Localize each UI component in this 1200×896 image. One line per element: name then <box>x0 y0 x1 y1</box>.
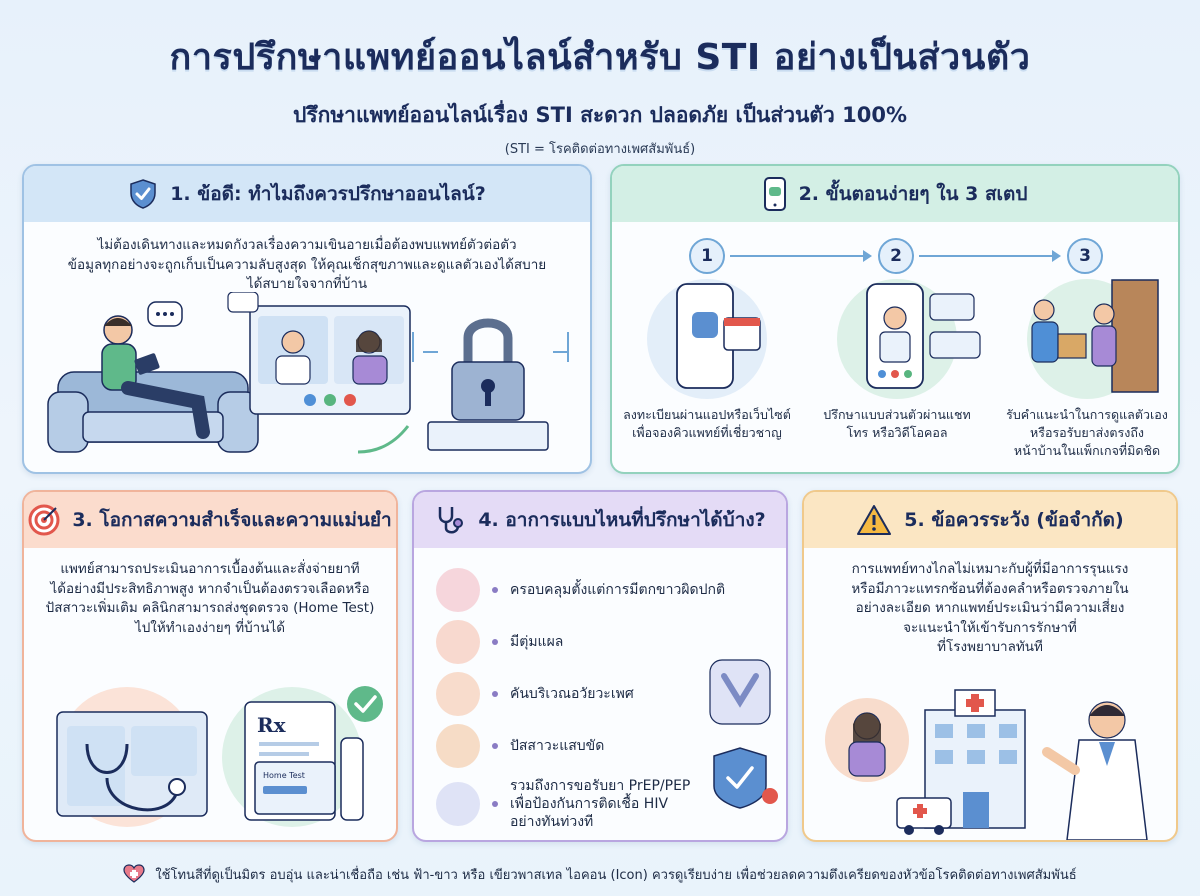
step-arrow-2 <box>919 250 1061 262</box>
benefits-card-title: 1. ข้อดี: ทำไมถึงควรปรึกษาออนไลน์? <box>170 183 486 205</box>
list-item: ปัสสาวะแสบขัด <box>436 720 776 772</box>
step-1-number: 1 <box>689 238 725 274</box>
symptom-itching: คันบริเวณอวัยวะเพศ <box>510 686 634 702</box>
benefits-line-2: ข้อมูลทุกอย่างจะถูกเก็บเป็นความลับสูงสุด… <box>67 256 547 273</box>
step-2-line-1: ปรึกษาแบบส่วนตัวผ่านแชท <box>823 407 971 422</box>
symptoms-card: 4. อาการแบบไหนที่ปรึกษาได้บ้าง? ครอบคลุม… <box>412 490 788 842</box>
padlock-illustration <box>357 318 569 454</box>
accuracy-card-header: 3. โอกาสความสำเร็จและความแม่นยำ <box>24 492 396 548</box>
steps-card: 2. ขั้นตอนง่ายๆ ใน 3 สเตป 1 2 3 ลงทะเบีย… <box>610 164 1180 474</box>
benefits-card: 1. ข้อดี: ทำไมถึงควรปรึกษาออนไลน์? ไม่ต้… <box>22 164 592 474</box>
symptoms-list: ครอบคลุมตั้งแต่การมีตกขาวผิดปกติ มีตุ่มแ… <box>436 564 776 836</box>
step-3-line-2: หรือรอรับยาส่งตรงถึง <box>1029 425 1144 441</box>
caution-line-2: หรือมีภาวะแทรกซ้อนที่ต้องคลำหรือตรวจภายใ… <box>851 580 1129 597</box>
step-3-line-3: หน้าบ้านในแพ็กเกจที่มิดชิด <box>1013 443 1161 459</box>
step-1-text: ลงทะเบียนผ่านแอปหรือเว็บไซต์ เพื่อจองคิว… <box>622 406 792 442</box>
pills-icon <box>436 782 480 826</box>
caution-card-title: 5. ข้อควรระวัง (ข้อจำกัด) <box>904 509 1124 531</box>
step-2-line-2: โทร หรือวิดีโอคอล <box>846 425 948 441</box>
bullet-dot <box>492 743 498 749</box>
symptoms-card-header: 4. อาการแบบไหนที่ปรึกษาได้บ้าง? <box>414 492 786 548</box>
caution-card-text: การแพทย์ทางไกลไม่เหมาะกับผู้ที่มีอาการรุ… <box>804 548 1176 668</box>
accuracy-card-title: 3. โอกาสความสำเร็จและความแม่นยำ <box>72 509 392 531</box>
list-item: คันบริเวณอวัยวะเพศ <box>436 668 776 720</box>
page-title: การปรึกษาแพทย์ออนไลน์สำหรับ STI อย่างเป็… <box>169 37 1031 78</box>
hospital-illustration <box>825 689 1148 840</box>
step-2-text: ปรึกษาแบบส่วนตัวผ่านแชท โทร หรือวิดีโอคอ… <box>812 406 982 442</box>
caution-line-1: การแพทย์ทางไกลไม่เหมาะกับผู้ที่มีอาการรุ… <box>851 561 1129 577</box>
step-1-line-2: เพื่อจองคิวแพทย์ที่เชี่ยวชาญ <box>632 425 782 441</box>
benefits-card-header: 1. ข้อดี: ทำไมถึงควรปรึกษาออนไลน์? <box>24 166 590 222</box>
benefits-line-1: ไม่ต้องเดินทางและหมดกังวลเรื่องความเขินอ… <box>97 237 517 253</box>
symptoms-side-illustration <box>709 659 778 809</box>
caution-line-5: ที่โรงพยาบาลทันที <box>937 639 1043 656</box>
skin-blister-icon <box>436 620 480 664</box>
prep-line-1: รวมถึงการขอรับยา PrEP/PEP <box>510 777 691 794</box>
list-item: ครอบคลุมตั้งแต่การมีตกขาวผิดปกติ <box>436 564 776 616</box>
step-3-text: รับคำแนะนำในการดูแลตัวเอง หรือรอรับยาส่ง… <box>1002 406 1172 460</box>
bullet-dot <box>492 587 498 593</box>
rx-label: Rx <box>257 713 287 737</box>
step-2-number: 2 <box>878 238 914 274</box>
symptom-sores: มีตุ่มแผล <box>510 634 564 650</box>
stethoscope-icon <box>439 507 464 534</box>
symptom-prep-pep: รวมถึงการขอรับยา PrEP/PEP เพื่อป้องกันกา… <box>510 777 690 832</box>
steps-progress-row: 1 2 3 <box>612 238 1178 278</box>
prep-line-3: อย่างทันท่วงที <box>510 814 594 831</box>
page-subtitle: ปรึกษาแพทย์ออนไลน์เรื่อง STI สะดวก ปลอดภ… <box>293 103 907 127</box>
accuracy-card-text: แพทย์สามารถประเมินอาการเบื้องต้นและสั่งจ… <box>24 548 396 648</box>
prep-line-2: เพื่อป้องกันการติดเชื้อ HIV <box>510 795 669 812</box>
accuracy-line-1: แพทย์สามารถประเมินอาการเบื้องต้นและสั่งจ… <box>60 561 360 577</box>
warning-icon <box>857 505 892 535</box>
bullet-dot <box>492 801 498 807</box>
caution-card-header: 5. ข้อควรระวัง (ข้อจำกัด) <box>804 492 1176 548</box>
steps-card-header: 2. ขั้นตอนง่ายๆ ใน 3 สเตป <box>612 166 1178 222</box>
sofa-person-illustration <box>47 301 259 453</box>
step-1-line-1: ลงทะเบียนผ่านแอปหรือเว็บไซต์ <box>623 407 791 422</box>
footer-text: ใช้โทนสีที่ดูเป็นมิตร อบอุ่น และน่าเชื่อ… <box>155 867 1077 883</box>
phone-chat-icon <box>763 177 786 211</box>
accuracy-line-3: ปัสสาวะเพิ่มเติม คลินิกสามารถส่งชุดตรวจ … <box>45 600 375 617</box>
step-3-number: 3 <box>1067 238 1103 274</box>
heart-stethoscope-icon <box>123 864 145 883</box>
accuracy-line-4: ไปให้ทำเองง่ายๆ ที่บ้านได้ <box>134 619 286 636</box>
list-item: มีตุ่มแผล <box>436 616 776 668</box>
home-test-kit-label: Home Test <box>263 771 305 780</box>
caution-line-4: จะแนะนำให้เข้ารับการรักษาที่ <box>903 619 1077 636</box>
home-test-illustration: Rx Home Test <box>56 686 383 827</box>
accuracy-card: 3. โอกาสความสำเร็จและความแม่นยำ แพทย์สาม… <box>22 490 398 842</box>
sti-definition-note: (STI = โรคติดต่อทางเพศสัมพันธ์) <box>504 142 696 157</box>
step-3-line-1: รับคำแนะนำในการดูแลตัวเอง <box>1006 407 1168 422</box>
symptom-urination: ปัสสาวะแสบขัด <box>510 738 605 754</box>
benefits-line-3: ได้สบายใจจากที่บ้าน <box>246 276 368 293</box>
shield-check-icon <box>130 179 156 209</box>
symptom-discharge: ครอบคลุมตั้งแต่การมีตกขาวผิดปกติ <box>510 582 726 598</box>
caution-card: 5. ข้อควรระวัง (ข้อจำกัด) การแพทย์ทางไกล… <box>802 490 1178 842</box>
bullet-dot <box>492 639 498 645</box>
uterus-icon <box>436 568 480 612</box>
bullet-dot <box>492 691 498 697</box>
steps-illustration <box>647 279 1159 399</box>
steps-card-title: 2. ขั้นตอนง่ายๆ ใน 3 สเตป <box>798 183 1028 205</box>
accuracy-line-2: ได้อย่างมีประสิทธิภาพสูง หากจำเป็นต้องตร… <box>50 580 370 597</box>
video-call-illustration <box>227 292 411 415</box>
page-header: การปรึกษาแพทย์ออนไลน์สำหรับ STI อย่างเป็… <box>0 28 1200 159</box>
list-item: รวมถึงการขอรับยา PrEP/PEP เพื่อป้องกันกา… <box>436 772 776 836</box>
skin-itch-icon <box>436 672 480 716</box>
benefits-card-text: ไม่ต้องเดินทางและหมดกังวลเรื่องความเขินอ… <box>24 222 590 305</box>
step-arrow-1 <box>730 250 872 262</box>
target-icon <box>28 504 60 536</box>
bladder-icon <box>436 724 480 768</box>
caution-line-3: อย่างละเอียด หากแพทย์ประเมินว่ามีความเสี… <box>855 600 1125 617</box>
benefits-illustration <box>47 292 569 454</box>
symptoms-card-title: 4. อาการแบบไหนที่ปรึกษาได้บ้าง? <box>478 509 766 531</box>
footer-note: ใช้โทนสีที่ดูเป็นมิตร อบอุ่น และน่าเชื่อ… <box>0 858 1200 890</box>
